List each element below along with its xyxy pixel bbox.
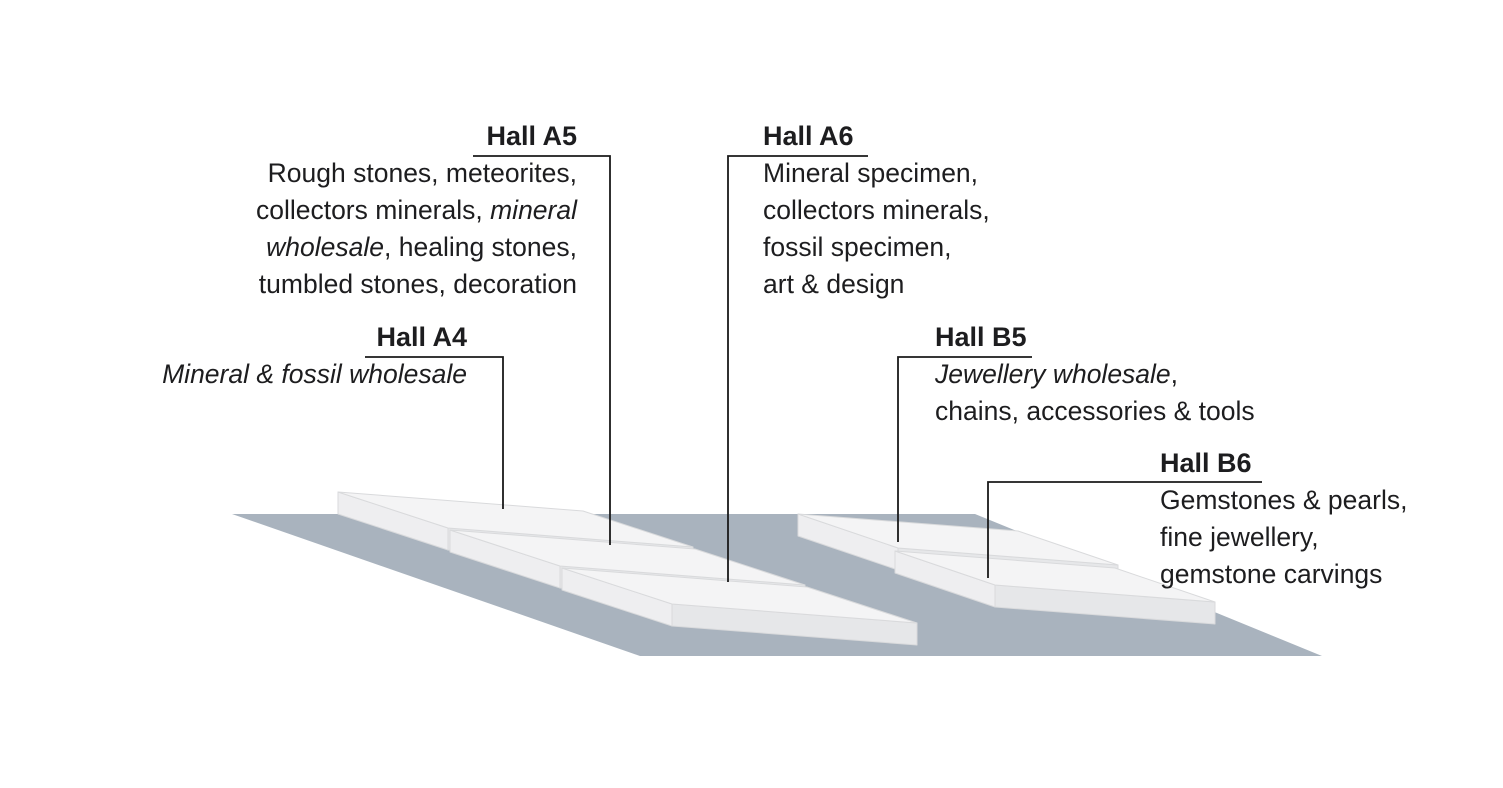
hall-b6-slab: [894, 550, 1216, 625]
hall-description-line: art & design: [763, 266, 990, 303]
hall-a6-name: Hall A6: [763, 121, 854, 151]
hall-a6-top-face: [561, 567, 918, 624]
description-segment-italic: mineral: [490, 195, 577, 225]
hall-description-line: Rough stones, meteorites,: [256, 155, 577, 192]
leader-line-a4: [365, 356, 504, 509]
description-segment: Gemstones & pearls,: [1160, 485, 1408, 515]
description-segment: collectors minerals,: [763, 195, 990, 225]
leader-line-a6: [727, 155, 868, 582]
hall-label-a4: Hall A4 Mineral & fossil wholesale: [162, 319, 467, 393]
description-segment: art & design: [763, 269, 905, 299]
hall-description-line: chains, accessories & tools: [935, 393, 1255, 430]
description-segment: fine jewellery,: [1160, 522, 1319, 552]
description-segment-italic: wholesale: [266, 232, 384, 262]
hall-a4-description: Mineral & fossil wholesale: [162, 356, 467, 393]
hall-description-line: Mineral & fossil wholesale: [162, 356, 467, 393]
description-segment: collectors minerals,: [255, 195, 491, 225]
description-segment: fossil specimen,: [763, 232, 952, 262]
hall-description-line: fossil specimen,: [763, 229, 990, 266]
hall-label-a6: Hall A6 Mineral specimen, collectors mine…: [763, 118, 990, 303]
description-segment: Rough stones, meteorites,: [267, 158, 577, 188]
description-segment: tumbled stones, decoration: [258, 269, 577, 299]
hall-label-b6: Hall B6 Gemstones & pearls, fine jeweller…: [1160, 445, 1407, 593]
hall-description-line: gemstone carvings: [1160, 556, 1407, 593]
hall-description-line: Jewellery wholesale,: [935, 356, 1255, 393]
hall-description-line: fine jewellery,: [1160, 519, 1407, 556]
leader-line-a5: [473, 155, 611, 545]
hall-description-line: Mineral specimen,: [763, 155, 990, 192]
hall-a4-name: Hall A4: [376, 322, 467, 352]
description-segment-italic: Jewellery wholesale: [935, 359, 1171, 389]
hall-label-a5: Hall A5 Rough stones, meteorites, collect…: [256, 118, 577, 303]
hall-b6-description: Gemstones & pearls, fine jewellery, gemsto…: [1160, 482, 1407, 593]
leader-line-b5: [897, 356, 1032, 542]
description-segment: ,: [1170, 359, 1179, 389]
hall-a4-top-face: [337, 491, 694, 548]
hall-b6-name: Hall B6: [1160, 448, 1252, 478]
description-segment-italic: Mineral & fossil wholesale: [162, 359, 467, 389]
leader-line-b6: [987, 481, 1262, 578]
hall-description-line: collectors minerals,: [763, 192, 990, 229]
hall-description-line: collectors minerals, mineral: [256, 192, 577, 229]
hall-a5-top-face: [449, 529, 806, 586]
hall-b5-top-face: [797, 513, 1119, 566]
hall-description-line: Gemstones & pearls,: [1160, 482, 1407, 519]
description-segment: Mineral specimen,: [763, 158, 979, 188]
hall-description-line: tumbled stones, decoration: [256, 266, 577, 303]
hall-a5-name: Hall A5: [486, 121, 577, 151]
description-segment: gemstone carvings: [1160, 559, 1383, 589]
hall-b5-name: Hall B5: [935, 322, 1027, 352]
description-segment: , healing stones,: [384, 232, 577, 262]
hall-description-line: wholesale, healing stones,: [256, 229, 577, 266]
hall-b6-top-face: [894, 550, 1216, 603]
description-segment: chains, accessories & tools: [935, 396, 1255, 426]
hall-a6-slab: [561, 567, 918, 646]
hall-label-b5: Hall B5 Jewellery wholesale,chains, acce…: [935, 319, 1255, 430]
hall-a5-description: Rough stones, meteorites, collectors mine…: [256, 155, 577, 303]
hall-a6-description: Mineral specimen, collectors minerals, fos…: [763, 155, 990, 303]
hall-b5-description: Jewellery wholesale,chains, accessories …: [935, 356, 1255, 430]
